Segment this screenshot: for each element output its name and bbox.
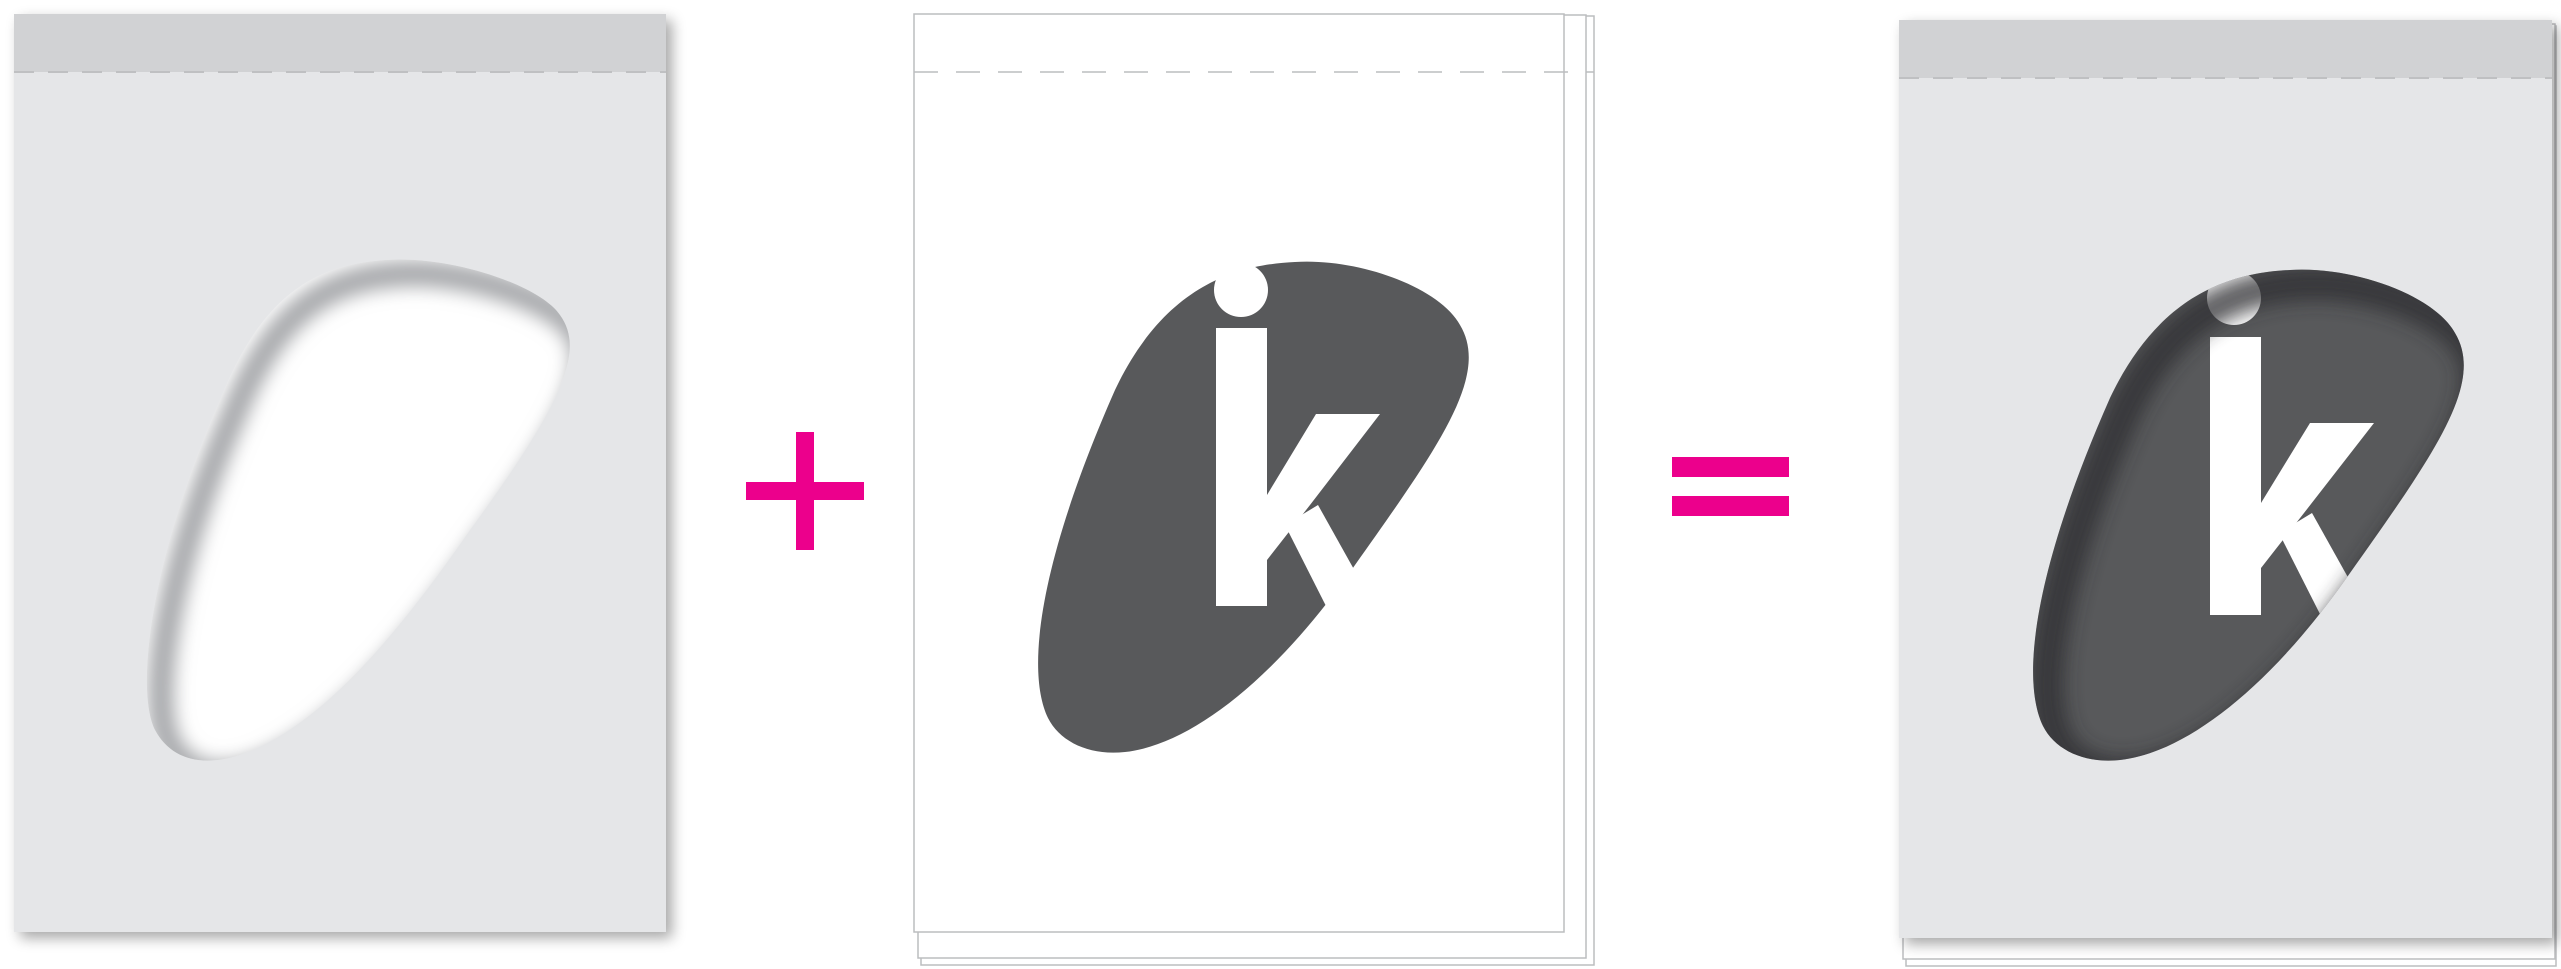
plus-icon — [746, 432, 864, 550]
cover-header-strip — [14, 14, 666, 72]
assembled-folder — [1899, 20, 2556, 966]
logo-insert-stack — [914, 14, 1594, 965]
result-header-strip — [1899, 20, 2552, 78]
die-cut-cover — [14, 14, 666, 932]
equals-icon — [1672, 457, 1789, 516]
